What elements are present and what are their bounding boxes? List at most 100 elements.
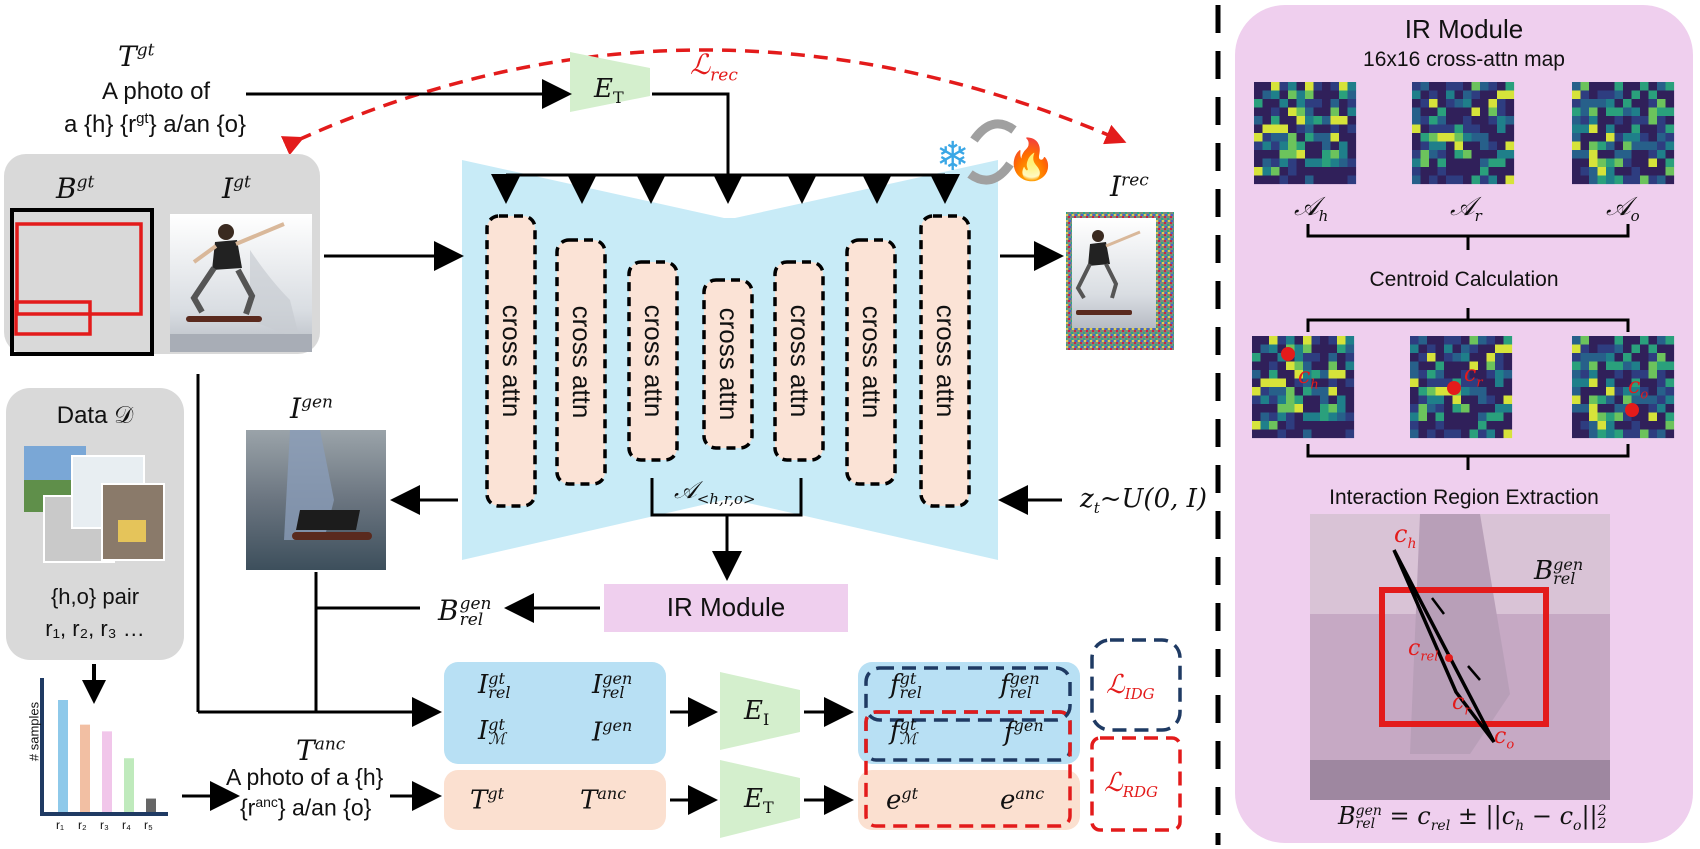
heatmap-cell	[1260, 336, 1270, 345]
heatmap-cell	[1427, 378, 1436, 388]
histogram-bar	[124, 758, 134, 812]
heatmap-cell	[1614, 141, 1624, 151]
loss-rec-label: ℒrec	[690, 48, 738, 86]
heatmap-cell	[1320, 361, 1329, 371]
heatmap-cell	[1606, 133, 1615, 142]
heatmap-cell	[1252, 395, 1261, 405]
heatmap-cell	[1469, 404, 1479, 413]
heatmap-cell	[1572, 107, 1581, 117]
heatmap-cell	[1412, 90, 1421, 100]
heatmap-cell	[1328, 370, 1338, 379]
heatmap-cell	[1614, 116, 1624, 125]
heatmap-cell	[1640, 412, 1649, 422]
heatmap-cell	[1444, 370, 1453, 379]
heatmap-cell	[1631, 99, 1641, 108]
heatmap-cell	[1345, 412, 1355, 422]
interaction-region-box	[1379, 587, 1549, 727]
histogram-tick-label: r₄	[122, 818, 131, 832]
heatmap-cell	[1648, 90, 1658, 100]
heatmap-cell	[1303, 429, 1312, 439]
heatmap-cell	[1648, 361, 1658, 371]
heatmap-cell	[1339, 133, 1348, 142]
heatmap-cell	[1345, 421, 1355, 430]
heatmap-cell	[1480, 90, 1489, 100]
heatmap-cell	[1614, 167, 1624, 176]
heatmap-cell	[1606, 141, 1615, 151]
heatmap-cell	[1597, 116, 1607, 125]
t-anc-label: Tanc	[296, 734, 346, 767]
heatmap-cell	[1648, 116, 1658, 125]
heatmap-cell	[1454, 141, 1464, 151]
heatmap-cell	[1623, 387, 1632, 396]
heatmap-cell	[1589, 141, 1598, 151]
b-gt-object-box	[14, 300, 92, 336]
heatmap-cell	[1623, 116, 1632, 125]
heatmap-cell	[1572, 404, 1581, 413]
heatmap-cell	[1294, 412, 1304, 422]
heatmap-cell	[1330, 107, 1340, 117]
heatmap-cell	[1454, 133, 1464, 142]
heatmap-cell	[1589, 133, 1598, 142]
heatmap-cell	[1640, 370, 1649, 379]
heatmap-cell	[1580, 124, 1590, 134]
heatmap-cell	[1320, 421, 1329, 430]
heatmap-cell	[1320, 344, 1329, 354]
heatmap-cell	[1631, 167, 1641, 176]
heatmap-cell	[1580, 378, 1590, 388]
heatmap-cell	[1271, 116, 1280, 125]
heatmap-cell	[1427, 404, 1436, 413]
histogram-bar	[80, 724, 90, 812]
heatmap-cell	[1305, 150, 1314, 159]
heatmap-cell	[1437, 99, 1447, 108]
heatmap-cell	[1480, 133, 1489, 142]
heatmap-cell	[1471, 99, 1481, 108]
histogram-axes	[40, 678, 168, 816]
heatmap-cell	[1277, 378, 1287, 388]
heatmap-cell	[1614, 124, 1624, 134]
heatmap-cell	[1589, 395, 1598, 405]
heatmap-cell	[1345, 429, 1355, 439]
heatmap-cell	[1665, 167, 1675, 176]
heatmap-cell	[1606, 361, 1615, 371]
heatmap-cell	[1262, 141, 1272, 151]
heatmap-cell	[1313, 133, 1323, 142]
heatmap-cell	[1313, 167, 1323, 176]
heatmap-cell	[1435, 353, 1445, 362]
heatmap-cell	[1497, 150, 1506, 159]
heatmap-cell	[1597, 361, 1607, 371]
heatmap-cell	[1623, 167, 1632, 176]
heatmap-cell	[1410, 395, 1419, 405]
heatmap-cell	[1657, 116, 1666, 125]
heatmap-cell	[1463, 82, 1472, 91]
heatmap-cell	[1429, 116, 1438, 125]
heatmap-cell	[1461, 421, 1470, 430]
heatmap-cell	[1294, 421, 1304, 430]
heatmap-cell	[1444, 404, 1453, 413]
heatmap-cell	[1631, 150, 1641, 159]
heatmap-cell	[1437, 141, 1447, 151]
i-rec-image	[1066, 212, 1174, 350]
centroid-dot	[1625, 403, 1639, 417]
heatmap-cell	[1572, 395, 1581, 405]
heatmap-cell	[1623, 90, 1632, 100]
heatmap-cell	[1252, 412, 1261, 422]
heatmap-cell	[1279, 107, 1289, 117]
heatmap-cell	[1347, 158, 1357, 168]
heatmap-cell	[1648, 124, 1658, 134]
heatmap-cell	[1597, 107, 1607, 117]
heatmap-cell	[1444, 361, 1453, 371]
heatmap-cell	[1497, 82, 1506, 91]
heatmap-cell	[1665, 421, 1675, 430]
heatmap-cell	[1339, 107, 1348, 117]
heatmap-cell	[1631, 175, 1641, 185]
heatmap-cell	[1444, 378, 1453, 388]
data-thumbnails	[24, 446, 165, 563]
heatmap-cell	[1503, 387, 1513, 396]
heatmap-cell	[1260, 370, 1270, 379]
heatmap-cell	[1480, 141, 1489, 151]
heatmap-cell	[1486, 344, 1496, 354]
heatmap-cell	[1665, 158, 1675, 168]
histogram-bar	[102, 731, 112, 812]
data-pair-label: {h,o} pair	[50, 584, 140, 609]
